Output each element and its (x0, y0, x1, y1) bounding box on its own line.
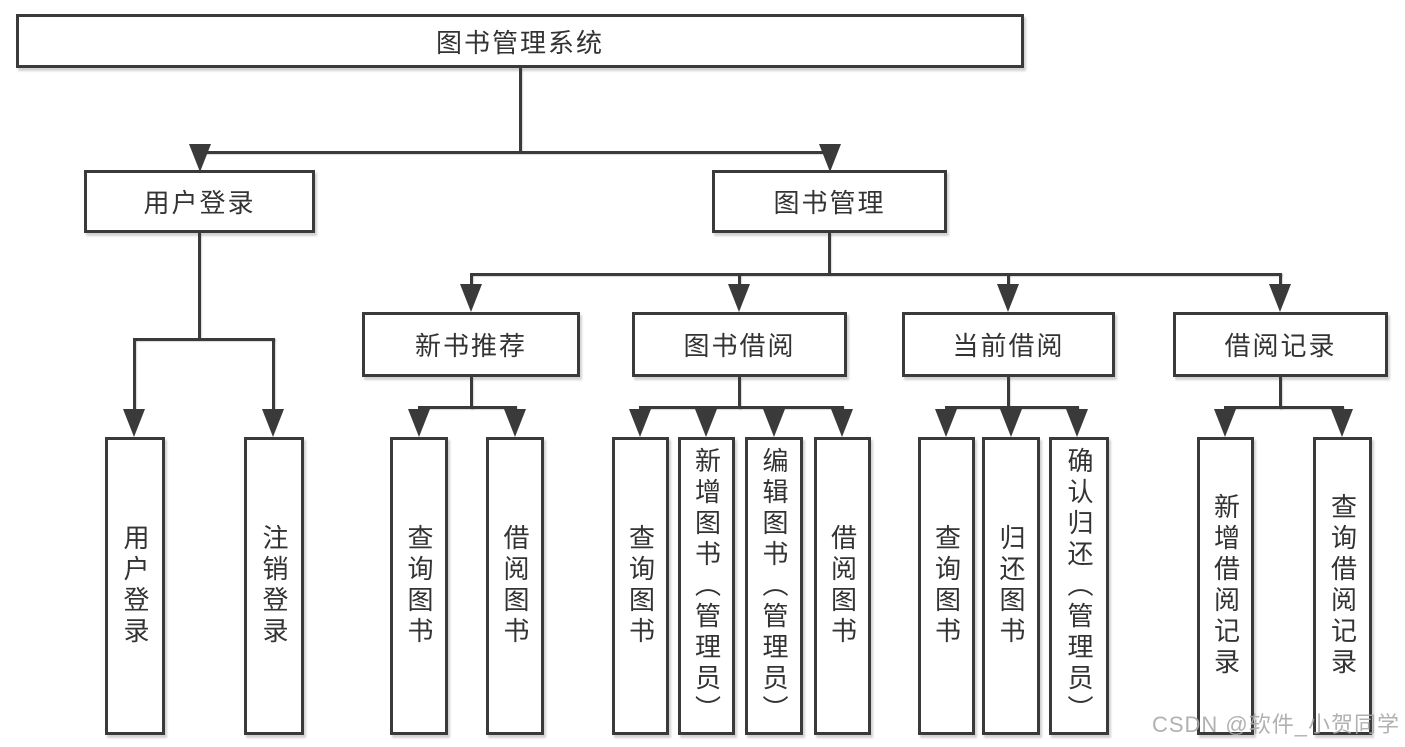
arrow-down-icon (629, 409, 651, 437)
arrow-down-icon (408, 409, 430, 437)
connector-line (945, 406, 1079, 409)
connector-line (470, 273, 1282, 276)
connector-line (133, 338, 275, 341)
node-label: 图书管理系统 (435, 27, 604, 58)
arrow-down-icon (1331, 409, 1353, 437)
node-label: 查询借阅记录 (1327, 493, 1358, 679)
leaf-borrow-books-2: 借阅图书 (814, 437, 871, 735)
leaf-query-books-current: 查询图书 (918, 437, 975, 735)
node-user-login: 用户登录 (84, 170, 315, 233)
arrow-down-icon (728, 284, 750, 312)
leaf-query-books-recommend: 查询图书 (390, 437, 448, 735)
arrow-down-icon (262, 409, 284, 437)
connector-line (639, 406, 844, 409)
arrow-down-icon (695, 409, 717, 437)
node-label: 图书管理 (773, 188, 886, 218)
node-label: 用户登录 (143, 188, 256, 218)
node-label: 新增图书（管理员） (691, 446, 722, 726)
node-label: 用户登录 (120, 524, 150, 648)
node-label: 查询图书 (931, 524, 962, 648)
arrow-down-icon (935, 409, 957, 437)
node-label: 借阅图书 (500, 524, 530, 648)
leaf-user-login: 用户登录 (105, 437, 165, 735)
node-label: 确认归还（管理员） (1064, 446, 1094, 726)
connector-line (1007, 273, 1010, 289)
arrow-down-icon (1269, 284, 1291, 312)
arrow-down-icon (1066, 409, 1088, 437)
connector-line (828, 233, 831, 275)
leaf-confirm-return-admin: 确认归还（管理员） (1049, 437, 1109, 735)
node-label: 图书借阅 (683, 331, 796, 361)
node-label: 注销登录 (259, 524, 289, 648)
node-label: 新书推荐 (414, 331, 527, 361)
connector-line (272, 338, 275, 413)
connector-line (1279, 273, 1282, 289)
leaf-query-borrow-record: 查询借阅记录 (1313, 437, 1372, 735)
arrow-down-icon (189, 144, 211, 172)
node-label: 新增借阅记录 (1210, 493, 1241, 679)
connector-line (470, 273, 473, 289)
connector-line (1007, 377, 1010, 409)
node-new-book-recommend: 新书推荐 (362, 312, 580, 377)
leaf-add-book-admin: 新增图书（管理员） (678, 437, 735, 735)
node-root-library-system: 图书管理系统 (16, 14, 1024, 68)
arrow-down-icon (123, 409, 145, 437)
connector-line (1224, 406, 1344, 409)
arrow-down-icon (997, 284, 1019, 312)
leaf-edit-book-admin: 编辑图书（管理员） (745, 437, 803, 735)
arrow-down-icon (763, 409, 785, 437)
leaf-return-book: 归还图书 (982, 437, 1040, 735)
node-label: 借阅记录 (1224, 331, 1337, 361)
node-label: 当前借阅 (952, 331, 1065, 361)
connector-line (470, 377, 473, 409)
connector-line (738, 273, 741, 289)
arrow-down-icon (1000, 409, 1022, 437)
connector-line (519, 68, 522, 151)
arrow-down-icon (831, 409, 853, 437)
csdn-watermark: CSDN @软件_小贺同学 (1151, 712, 1400, 737)
leaf-borrow-books-recommend: 借阅图书 (486, 437, 544, 735)
connector-line (198, 233, 201, 338)
connector-line (418, 406, 517, 409)
node-book-borrow: 图书借阅 (632, 312, 847, 377)
leaf-query-books-borrow: 查询图书 (612, 437, 669, 735)
arrow-down-icon (819, 144, 841, 172)
arrow-down-icon (460, 284, 482, 312)
connector-line (738, 377, 741, 409)
node-borrow-records: 借阅记录 (1173, 312, 1388, 377)
node-book-management: 图书管理 (712, 170, 947, 233)
node-label: 查询图书 (404, 524, 434, 648)
arrow-down-icon (1214, 409, 1236, 437)
arrow-down-icon (504, 409, 526, 437)
node-label: 归还图书 (996, 524, 1026, 648)
node-current-borrow: 当前借阅 (902, 312, 1115, 377)
node-label: 查询图书 (625, 524, 656, 648)
node-label: 编辑图书（管理员） (759, 446, 789, 726)
connector-line (1279, 377, 1282, 409)
leaf-add-borrow-record: 新增借阅记录 (1197, 437, 1254, 735)
leaf-logout: 注销登录 (244, 437, 304, 735)
connector-line (133, 338, 136, 413)
connector-line (198, 151, 831, 154)
node-label: 借阅图书 (827, 524, 858, 648)
